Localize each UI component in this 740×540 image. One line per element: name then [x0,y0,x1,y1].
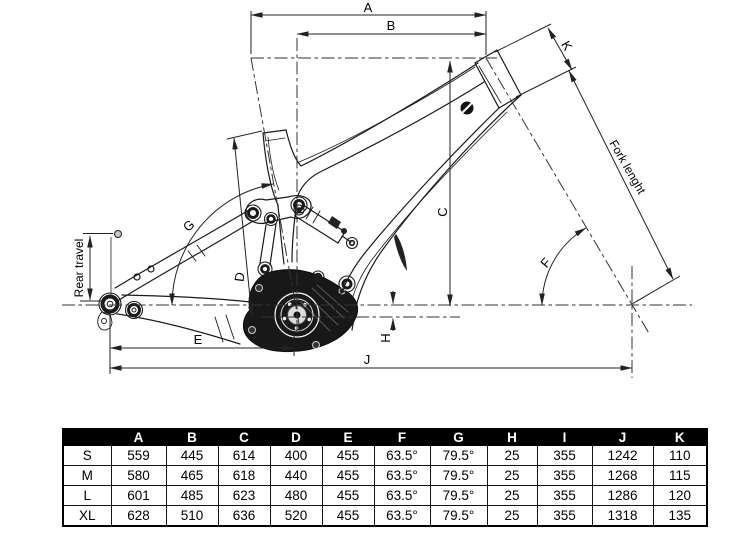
dimension-j: J [109,352,633,371]
table-cell: 580 [110,465,167,486]
dimension-k: K [494,23,577,98]
table-cell: 510 [165,505,219,527]
geometry-table: A B C D E F G H I J K S 559 445 614 400 … [62,428,708,527]
table-cell: 120 [652,485,708,506]
table-cell: 455 [321,485,375,506]
top-tube [296,62,485,199]
table-row-xl: XL 628 510 636 520 455 63.5° 79.5° 25 35… [62,505,708,527]
table-cell: 559 [110,445,167,466]
column-header-c: C [217,428,271,446]
table-cell: 440 [269,465,323,486]
table-cell: 455 [321,445,375,466]
table-row-l: L 601 485 623 480 455 63.5° 79.5° 25 355… [62,485,708,506]
down-tube-vent [394,234,407,271]
seat-tower [262,129,302,206]
table-cell: 355 [536,445,593,466]
table-cell: 445 [165,445,219,466]
dimension-h: H [378,291,396,343]
steering-axis [485,57,651,336]
dimension-e: E [109,331,295,356]
table-cell: 1286 [591,485,654,506]
dimension-label-d: D [231,271,247,282]
table-cell: 1268 [591,465,654,486]
column-header-d: D [269,428,323,446]
table-cell: 455 [321,465,375,486]
table-cell: 455 [321,505,375,527]
table-header-row: A B C D E F G H I J K [62,428,708,446]
column-header-b: B [165,428,219,446]
column-header-i: I [536,428,593,446]
down-tube [334,94,522,331]
table-cell: 1318 [591,505,654,527]
size-label: M [62,465,112,486]
table-cell: 63.5° [373,465,431,486]
table-cell: 135 [652,505,708,527]
column-header-k: K [652,428,708,446]
dimension-label-e: E [194,332,203,347]
table-cell: 25 [486,505,538,527]
size-label: XL [62,505,112,527]
size-label: L [62,485,112,506]
table-row-m: M 580 465 618 440 455 63.5° 79.5° 25 355… [62,465,708,486]
table-cell: 623 [217,485,271,506]
column-header-h: H [486,428,538,446]
table-cell: 355 [536,465,593,486]
table-cell: 110 [652,445,708,466]
dimension-a: A [250,0,487,55]
dimension-label-j: J [364,352,371,367]
dimension-label-c: C [435,207,450,216]
table-cell: 465 [165,465,219,486]
table-cell: 63.5° [373,445,431,466]
frame-drawing [97,49,522,353]
table-cell: 1242 [591,445,654,466]
column-header-size [62,428,112,446]
table-row-s: S 559 445 614 400 455 63.5° 79.5° 25 355… [62,445,708,466]
size-label: S [62,445,112,466]
table-cell: 25 [486,445,538,466]
dimension-label-f: F [537,255,554,271]
dimension-label-a: A [364,0,373,15]
motor-unit [242,269,359,353]
table-cell: 355 [536,485,593,506]
table-cell: 115 [652,465,708,486]
table-cell: 79.5° [429,445,488,466]
table-cell: 63.5° [373,505,431,527]
column-header-g: G [429,428,488,446]
table-cell: 25 [486,465,538,486]
dimension-label-b: B [387,18,396,33]
table-cell: 79.5° [429,485,488,506]
column-header-j: J [591,428,654,446]
column-header-f: F [373,428,431,446]
dimension-rear-travel: Rear travel [72,230,122,374]
table-cell: 614 [217,445,271,466]
table-cell: 480 [269,485,323,506]
dimension-f: F [537,227,587,306]
dimension-fork-length: Fork lenght [568,70,681,305]
table-cell: 485 [165,485,219,506]
table-cell: 79.5° [429,505,488,527]
table-cell: 628 [110,505,167,527]
table-cell: 601 [110,485,167,506]
table-cell: 400 [269,445,323,466]
column-header-e: E [321,428,375,446]
dimension-c: C [435,60,453,307]
table-cell: 25 [486,485,538,506]
table-cell: 636 [217,505,271,527]
dimension-label-g: G [180,217,197,235]
table-cell: 520 [269,505,323,527]
rear-shock [293,204,359,250]
dimension-label-h: H [378,333,393,342]
rear-travel-label: Rear travel [72,239,86,298]
rear-dropout [97,292,144,331]
diameter-marker-icon [460,101,474,115]
column-header-a: A [110,428,167,446]
table-cell: 355 [536,505,593,527]
center-lines [62,38,692,378]
dimension-b: B [296,18,487,37]
table-cell: 618 [217,465,271,486]
table-cell: 79.5° [429,465,488,486]
frame-geometry-diagram: A B C D E F G [62,0,692,378]
table-cell: 63.5° [373,485,431,506]
dimensions: A B C D E F G [72,0,681,374]
